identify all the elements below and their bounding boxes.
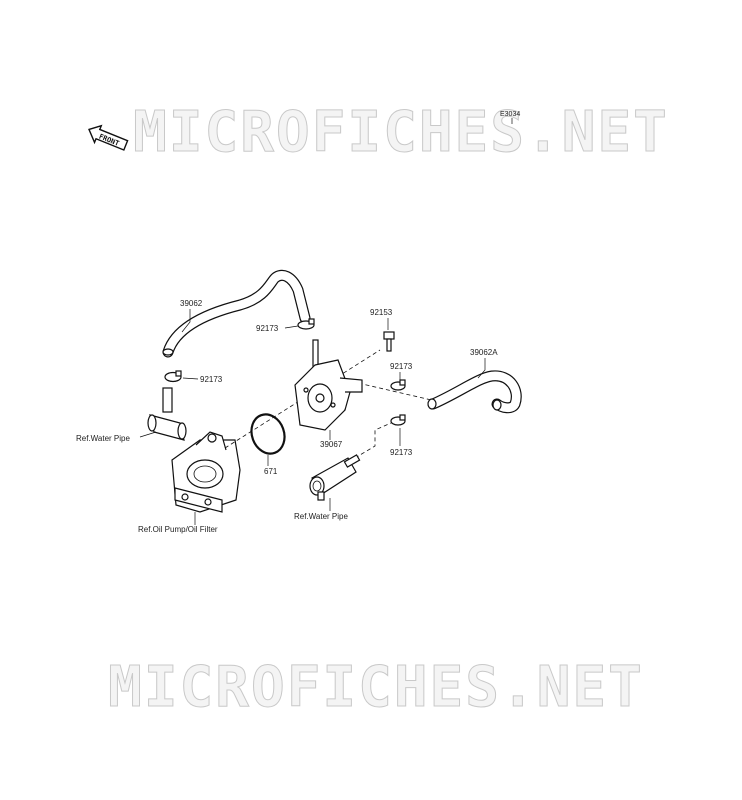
label-ref-water-pipe-left: Ref.Water Pipe bbox=[76, 434, 130, 443]
label-clamp-left: 92173 bbox=[200, 375, 223, 384]
leader-clamp-left bbox=[182, 377, 199, 380]
oil-pump-housing bbox=[171, 431, 241, 513]
clamp-right-upper bbox=[390, 379, 406, 391]
assembly-axis-lower bbox=[354, 419, 399, 459]
tee-pipe-left bbox=[147, 387, 187, 441]
label-clamp-right-lower: 92173 bbox=[390, 448, 413, 457]
watermark-top: MICROFICHES.NET bbox=[133, 100, 669, 166]
clamp-right-lower bbox=[390, 414, 406, 426]
o-ring-671 bbox=[250, 413, 286, 455]
hose-39062a bbox=[427, 370, 522, 414]
front-arrow-icon: FRONT bbox=[88, 124, 129, 151]
bolt-92153 bbox=[383, 331, 395, 352]
label-clamp-right-upper: 92173 bbox=[390, 362, 413, 371]
leader-hose-39062a bbox=[477, 358, 486, 379]
label-bolt-92153: 92153 bbox=[370, 308, 393, 317]
leader-hose-39062 bbox=[181, 309, 191, 333]
hose-39062 bbox=[162, 269, 311, 358]
label-o-ring-671: 671 bbox=[264, 467, 278, 476]
label-oil-cooler-39067: 39067 bbox=[320, 440, 343, 449]
oil-cooler-39067 bbox=[294, 339, 363, 431]
label-ref-oil-pump: Ref.Oil Pump/Oil Filter bbox=[138, 525, 218, 534]
leader-ref-water-pipe-left bbox=[139, 431, 157, 438]
watermark-bottom: MICROFICHES.NET bbox=[108, 655, 644, 721]
diagram-code: E3034 bbox=[500, 111, 520, 118]
clamp-upper bbox=[297, 318, 315, 330]
water-pipe-right bbox=[309, 454, 361, 501]
label-hose-39062: 39062 bbox=[180, 299, 203, 308]
label-ref-water-pipe-right: Ref.Water Pipe bbox=[294, 512, 348, 521]
label-clamp-upper: 92173 bbox=[256, 324, 279, 333]
front-label: FRONT bbox=[98, 133, 121, 148]
leader-clamp-upper bbox=[284, 325, 299, 329]
label-hose-39062a: 39062A bbox=[470, 348, 498, 357]
clamp-left bbox=[164, 370, 182, 383]
